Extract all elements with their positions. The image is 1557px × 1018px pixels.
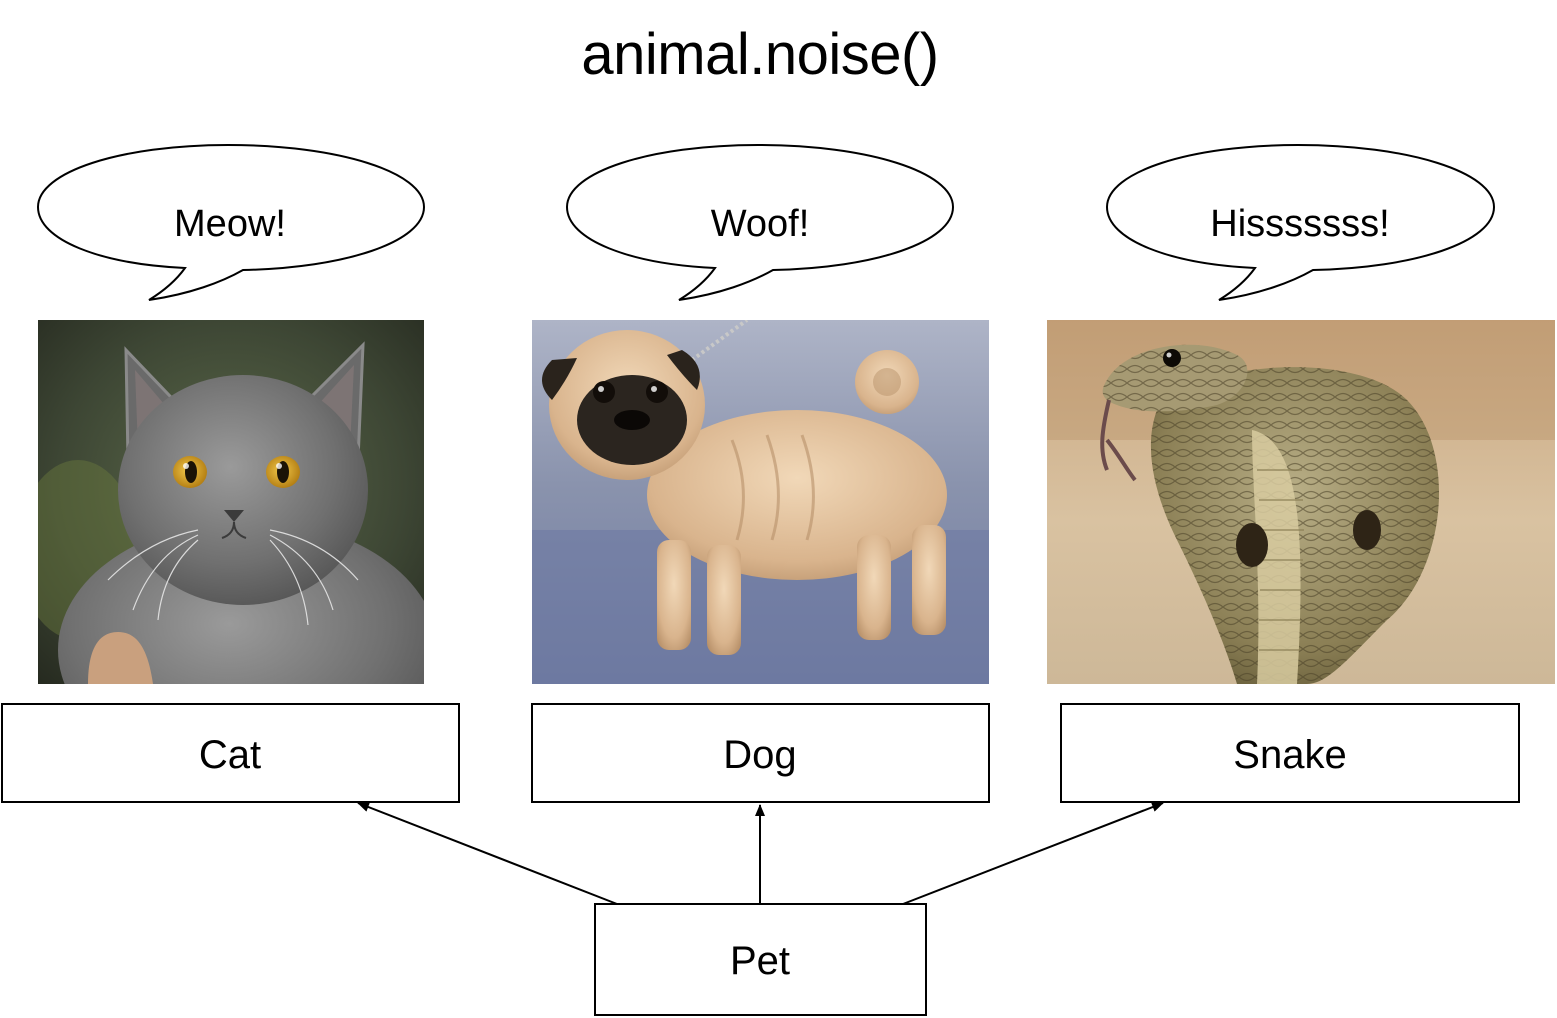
arrow-pet-to-cat <box>357 802 618 905</box>
cat-photo <box>38 320 424 684</box>
snake-photo <box>1047 320 1555 684</box>
speech-bubble-snake: Hisssssss! <box>1105 143 1496 301</box>
class-box-dog: Dog <box>531 703 990 803</box>
class-box-cat: Cat <box>1 703 460 803</box>
class-box-pet: Pet <box>594 903 927 1016</box>
snake-class-label: Snake <box>1233 733 1346 777</box>
dog-class-label: Dog <box>723 733 796 777</box>
pet-class-label: Pet <box>730 939 790 983</box>
arrow-pet-to-snake <box>902 802 1164 905</box>
snake-noise-text: Hisssssss! <box>1210 203 1389 245</box>
dog-photo <box>532 320 989 684</box>
speech-bubble-cat: Meow! <box>36 143 426 301</box>
class-box-snake: Snake <box>1060 703 1520 803</box>
cat-noise-text: Meow! <box>174 203 286 245</box>
cat-class-label: Cat <box>199 733 261 777</box>
dog-noise-text: Woof! <box>711 203 810 245</box>
speech-bubble-dog: Woof! <box>565 143 955 301</box>
diagram-title: animal.noise() <box>581 22 939 87</box>
